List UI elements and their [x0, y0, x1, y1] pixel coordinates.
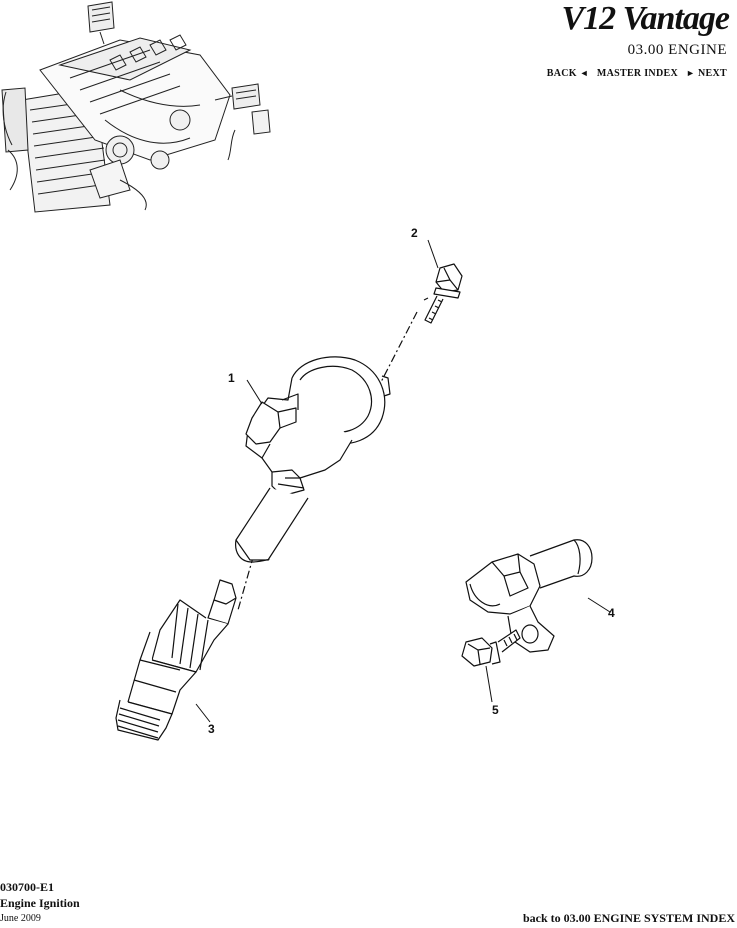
document-date: June 2009: [0, 913, 41, 924]
document-title: Engine Ignition: [0, 896, 80, 910]
ignition-parts-diagram: [115, 239, 611, 741]
brand-logo: V12 Vantage: [561, 0, 730, 37]
back-arrow-icon: ◄: [579, 68, 589, 78]
ignition-coil-part-1: [235, 356, 391, 563]
spark-plug-part-3: [115, 579, 237, 741]
back-label: BACK: [546, 68, 577, 79]
callout-2: 2: [411, 226, 418, 240]
next-link[interactable]: ► NEXT: [686, 68, 727, 79]
callout-1: 1: [228, 371, 235, 385]
engine-thumbnail-illustration: [1, 1, 271, 213]
callout-3: 3: [208, 722, 215, 736]
callout-4: 4: [608, 606, 615, 620]
next-arrow-icon: ►: [685, 68, 696, 78]
flange-bolt-part-5: [461, 629, 521, 667]
back-to-system-index-link[interactable]: back to 03.00 ENGINE SYSTEM INDEX: [522, 911, 735, 925]
back-link[interactable]: BACK ◄: [547, 68, 589, 79]
callout-5: 5: [492, 703, 499, 717]
next-label: NEXT: [698, 68, 727, 79]
crank-sensor-part-4: [465, 539, 593, 653]
section-title: 03.00 ENGINE: [627, 42, 727, 58]
document-code: 030700-E1: [0, 880, 54, 894]
master-index-link[interactable]: MASTER INDEX: [596, 68, 678, 79]
bolt-part-2: [423, 263, 463, 324]
navigation-bar: BACK ◄ MASTER INDEX ► NEXT: [547, 68, 727, 79]
